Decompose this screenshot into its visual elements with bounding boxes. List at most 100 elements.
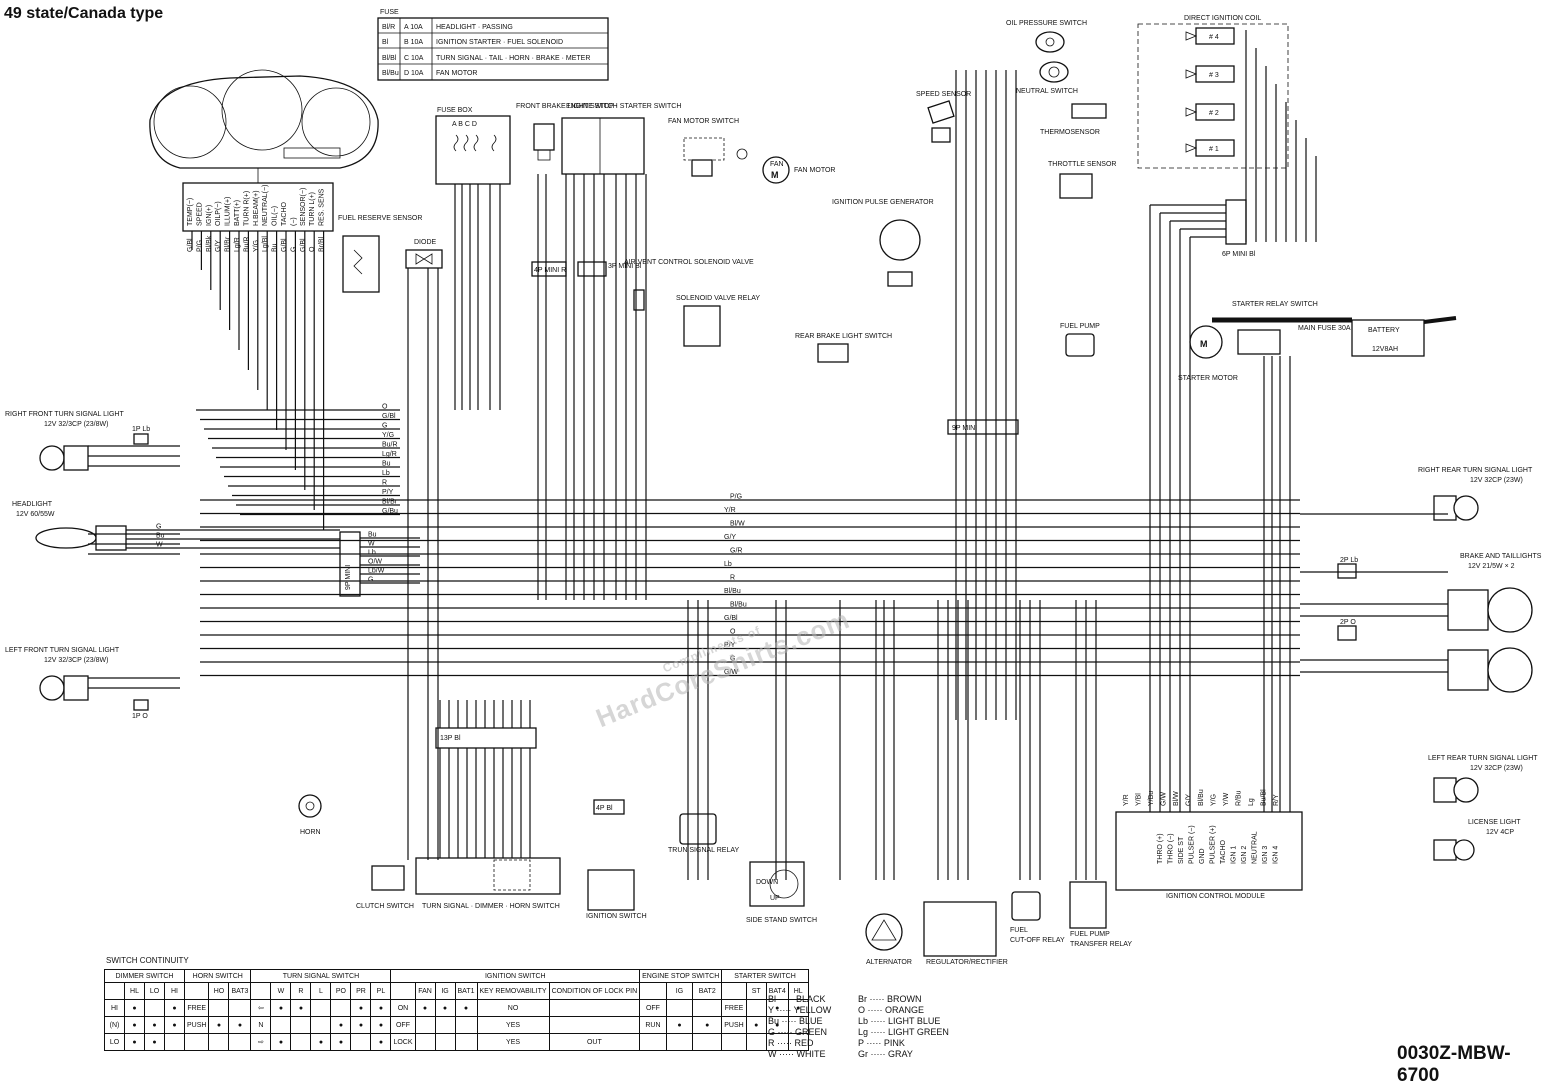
battery-label: BATTERY [1368,327,1400,334]
wire-harness [88,30,1448,880]
svg-text:TRANSFER RELAY: TRANSFER RELAY [1070,941,1132,948]
bus-wire-label: R [382,480,387,487]
battery: BATTERY 12V8AH [1212,316,1457,357]
engine-stop-switch: ENGINE STOP · STARTER SWITCH [561,103,681,175]
icm-wire-label: Y/W [1223,792,1230,806]
connector-wire-label: Bu [368,532,377,539]
bus-wire-label: G [382,423,387,430]
fuel-cutoff-relay: FUEL CUT-OFF RELAY [1010,891,1065,944]
bus-wire-label: G/Bl [382,413,396,420]
speed-sensor-label: SPEED SENSOR [916,91,971,98]
bus-wire-label: Lb [724,561,732,568]
icm-terminal-label: PULSER (+) [1210,825,1217,864]
gauge-wire-label: Bl/Bk [206,235,213,252]
brake-tail-lights: BRAKE AND TAILLIGHTS 12V 21/5W × 2 [1447,553,1542,693]
gauge-terminal-label: H.BEAM(+) [253,190,260,226]
gauge-dial-right [301,87,371,157]
svg-text:9P MINI: 9P MINI [952,425,977,432]
svg-text:1P O: 1P O [132,713,148,720]
svg-text:FUEL: FUEL [1010,927,1028,934]
connector-wire-label: O/W [368,559,382,566]
fuse-row-3-fuse: D 10A [404,70,424,77]
svg-text:3P MINI Bl: 3P MINI Bl [608,263,642,270]
fan-motor-label: FAN MOTOR [794,167,835,174]
gauge-terminal-label: SENSOR(−) [300,188,307,226]
fuse-table: FUSE Bl/R A 10A HEADLIGHT · PASSING Bl B… [377,9,609,81]
switch-continuity-table: DIMMER SWITCH HORN SWITCH TURN SIGNAL SW… [104,969,809,1051]
air-vent-label: AIR VENT CONTROL SOLENOID VALVE [624,259,754,266]
coil-3: # 3 [1185,65,1235,83]
turn-relay-label: TRUN SIGNAL RELAY [668,847,740,854]
icm-terminal-label: GND [1199,848,1206,864]
left-rear-turn-light: LEFT REAR TURN SIGNAL LIGHT 12V 32CP (23… [1428,755,1538,803]
brake-tail-label: BRAKE AND TAILLIGHTS [1460,553,1542,560]
icm-terminal-label: PULSER (−) [1189,825,1196,864]
connector-6p: 6P MINI Bl [1222,199,1256,258]
fuse-row-1-circuit: IGNITION STARTER · FUEL SOLENOID [436,39,563,46]
connector-1p-o: 1P O [132,699,149,720]
svg-text:2P O: 2P O [1340,619,1356,626]
icm-terminal-label: IGN 4 [1273,846,1280,864]
battery-spec: 12V8AH [1372,346,1398,353]
gauge-wire-label: G/Bl [300,238,307,252]
bus-wire-label: P/G [730,494,742,501]
svg-text:1P Lb: 1P Lb [132,426,150,433]
bus-wire-label: Bl/Bu [724,588,741,595]
icm-terminal-label: THRO (−) [1168,833,1175,864]
regulator-rectifier: REGULATOR/RECTIFIER [923,901,1008,966]
bus-wire-label: O [382,404,388,411]
license-spec: 12V 4CP [1486,829,1514,836]
svg-text:13P Bl: 13P Bl [440,735,461,742]
clutch-switch: CLUTCH SWITCH [356,865,414,910]
gauge-terminal-label: ILLUM(+) [225,197,232,226]
fuse-letters: A B C D [452,121,477,128]
gauge-wire-label: O [309,246,316,252]
gauge-terminal-label: SPEED [196,202,203,226]
fuse-row-0-wire: Bl/R [382,24,395,31]
svg-text:9P MINI: 9P MINI [345,565,352,590]
connector-9p-right: 9P MINI [947,419,1019,435]
coil-2: # 2 [1185,103,1235,121]
left-front-turn-light: LEFT FRONT TURN SIGNAL LIGHT 12V 32/3CP … [5,647,120,701]
fuel-reserve-sensor: FUEL RESERVE SENSOR [338,215,422,293]
fan-motor-m: M [771,170,779,180]
diagram-title: 49 state/Canada type [4,5,164,22]
starter-motor-label: STARTER MOTOR [1178,375,1238,382]
air-vent-solenoid: AIR VENT CONTROL SOLENOID VALVE [624,259,754,311]
connector-2p-o: 2P O [1337,619,1357,641]
bus-wire-label: Bl/W [730,521,745,528]
svg-text:M: M [1200,339,1208,349]
neutral-switch-label: NEUTRAL SWITCH [1016,88,1078,95]
side-stand-label: SIDE STAND SWITCH [746,917,817,924]
bus-wire-label: G/Bl [724,615,738,622]
bus-wire-label: G/R [730,548,742,555]
main-fuse-label: MAIN FUSE 30A [1298,325,1351,332]
turn-signal-relay: TRUN SIGNAL RELAY [668,813,740,854]
direct-ignition-coils: DIRECT IGNITION COIL # 4 # 3 # 2 # 1 [1137,15,1289,169]
alternator: ALTERNATOR [865,913,912,966]
ignition-switch: IGNITION SWITCH [586,869,647,920]
headlight-wire-label: G [156,524,161,531]
icm-wire-label: Bl/Bu [1198,789,1205,806]
connector-9p-left: 9P MINI [339,531,361,597]
icm-wire-label: G/W [1161,792,1168,806]
right-front-turn-light: RIGHT FRONT TURN SIGNAL LIGHT 12V 32/3CP… [5,411,124,471]
thermosensor-label: THERMOSENSOR [1040,129,1100,136]
fuse-table-title: FUSE [380,9,399,16]
gauge-wire-label: Lg/Bl [262,236,269,252]
front-brake-label: FRONT BRAKE LIGHT SWITCH [516,103,618,110]
bus-wire-label: R [730,575,735,582]
headlight-wire-label: Bu [156,533,165,540]
rear-brake-label: REAR BRAKE LIGHT SWITCH [795,333,892,340]
connector-1p-lb: 1P Lb [132,426,150,445]
gauge-dial-left [153,85,227,159]
headlight-label: HEADLIGHT [12,501,53,508]
icm-wire-label: G/Y [1186,794,1193,806]
icm-terminal-label: TACHO [1220,839,1227,864]
diode: DIODE [405,239,443,269]
connector-wire-label: G [368,577,373,584]
bus-wire-label: Lg/R [382,451,397,458]
svg-text:FUEL PUMP: FUEL PUMP [1070,931,1110,938]
icm-terminal-label: IGN 2 [1241,846,1248,864]
